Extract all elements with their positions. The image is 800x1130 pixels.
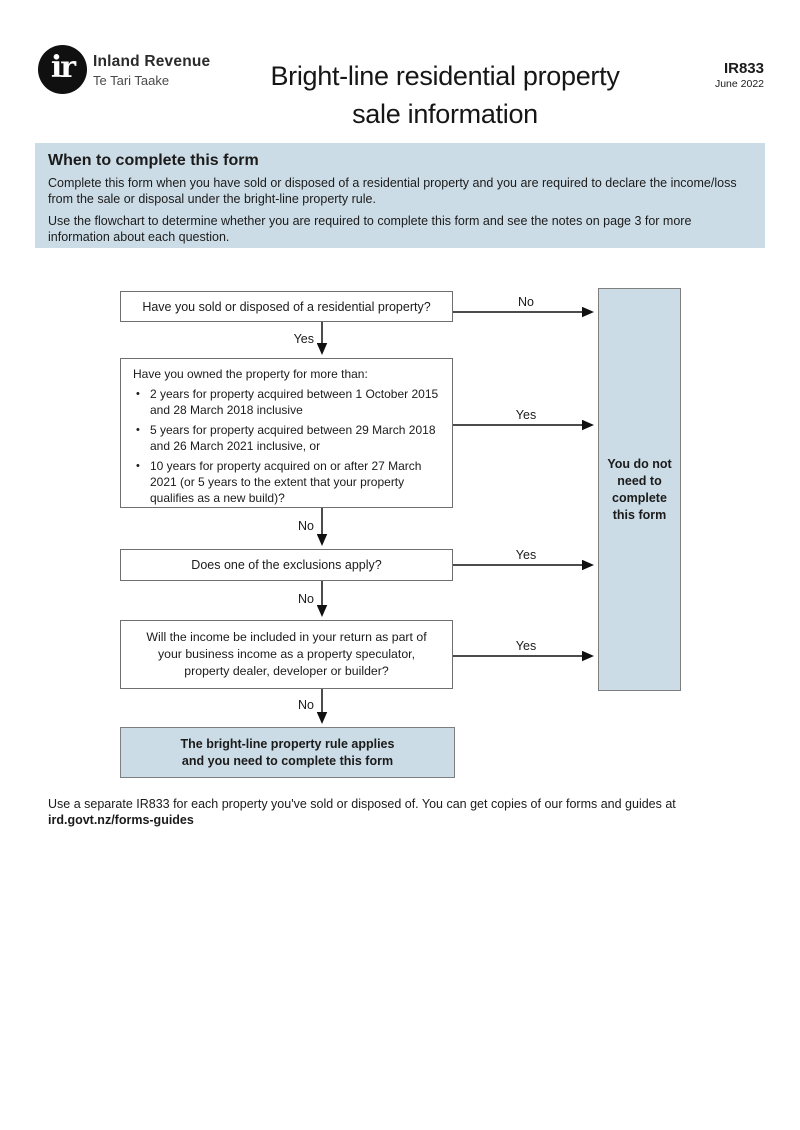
org-name-maori: Te Tari Taake — [93, 73, 170, 88]
form-id-block: IR833 June 2022 — [715, 60, 764, 90]
ownership-bullet-3: • 10 years for property acquired on or a… — [133, 458, 440, 506]
bullet-icon: • — [136, 460, 140, 472]
ownership-bullet-2: • 5 years for property acquired between … — [133, 422, 440, 454]
ownership-bullet-1-text: 2 years for property acquired between 1 … — [150, 387, 439, 417]
outcome-must-complete-line1: The bright-line property rule applies — [180, 736, 395, 751]
label-yes-right-3: Yes — [515, 548, 537, 562]
label-no-down-2: No — [298, 519, 314, 533]
flow-question-ownership-period: Have you owned the property for more tha… — [120, 358, 453, 508]
when-to-complete-panel: When to complete this form Complete this… — [35, 143, 765, 248]
bullet-icon: • — [136, 424, 140, 436]
panel-paragraph-1: Complete this form when you have sold or… — [48, 176, 737, 206]
forms-guides-url: ird.govt.nz/forms-guides — [48, 813, 194, 827]
panel-paragraph-2: Use the flowchart to determine whether y… — [48, 214, 692, 244]
label-no-down-4: No — [298, 698, 314, 712]
page-title-line2: sale information — [352, 99, 538, 129]
flow-question-business-income: Will the income be included in your retu… — [120, 620, 453, 689]
form-date: June 2022 — [714, 78, 764, 90]
flow-question-business-income-text: Will the income be included in your retu… — [146, 630, 427, 678]
label-yes-right-4: Yes — [515, 639, 537, 653]
flow-question-exclusions: Does one of the exclusions apply? — [120, 549, 453, 581]
label-no-right-1: No — [518, 295, 534, 309]
flow-question-sold-property: Have you sold or disposed of a residenti… — [120, 291, 453, 322]
outcome-must-complete-box: The bright-line property rule applies an… — [120, 727, 455, 778]
label-yes-right-2: Yes — [515, 408, 537, 422]
outcome-no-need-text: You do not need to complete this form — [607, 456, 672, 522]
panel-heading: When to complete this form — [48, 152, 259, 169]
ownership-bullet-3-text: 10 years for property acquired on or aft… — [150, 459, 422, 505]
label-yes-down-1: Yes — [293, 332, 314, 346]
logo-monogram: ir — [50, 49, 76, 85]
inland-revenue-logo-icon: ir — [38, 45, 87, 94]
org-name: Inland Revenue — [93, 53, 211, 70]
footer-note: Use a separate IR833 for each property y… — [48, 796, 768, 828]
ownership-bullet-1: • 2 years for property acquired between … — [133, 386, 440, 418]
flow-question-sold-property-text: Have you sold or disposed of a residenti… — [142, 299, 431, 314]
page-title: Bright-line residential property sale in… — [235, 57, 655, 133]
bullet-icon: • — [136, 388, 140, 400]
ownership-question-intro: Have you owned the property for more tha… — [133, 367, 368, 381]
page-title-line1: Bright-line residential property — [270, 61, 620, 91]
org-name-block: Inland Revenue Te Tari Taake — [93, 53, 210, 88]
outcome-must-complete-line2: and you need to complete this form — [181, 753, 394, 768]
flow-question-exclusions-text: Does one of the exclusions apply? — [191, 558, 382, 572]
form-code: IR833 — [723, 60, 764, 77]
outcome-no-need-box: You do not need to complete this form — [598, 288, 681, 691]
footer-note-text: Use a separate IR833 for each property y… — [48, 797, 676, 811]
ownership-bullet-2-text: 5 years for property acquired between 29… — [150, 423, 436, 453]
label-no-down-3: No — [298, 592, 314, 606]
